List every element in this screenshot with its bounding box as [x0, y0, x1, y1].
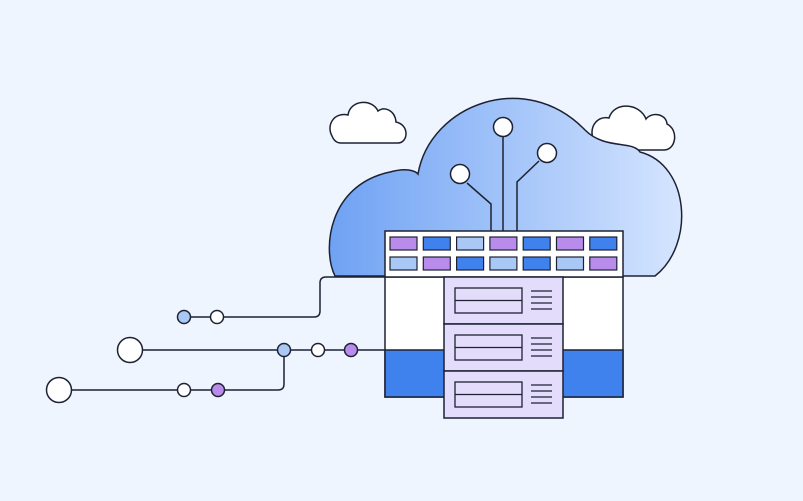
cloud-node-icon: [536, 142, 558, 164]
network-nodes: [45, 309, 359, 404]
led-indicator: [456, 256, 485, 271]
led-indicator: [522, 256, 551, 271]
small-cloud-left: [329, 101, 407, 144]
led-indicator: [389, 236, 418, 251]
led-indicator: [422, 236, 451, 251]
led-indicator: [489, 236, 518, 251]
led-indicator: [555, 236, 585, 251]
server-unit: [443, 276, 564, 325]
network-node-white-icon: [209, 309, 225, 325]
network-node-blue-icon: [176, 309, 192, 325]
led-indicator: [589, 256, 618, 271]
led-grid: [389, 236, 618, 271]
led-indicator: [389, 256, 418, 271]
server-unit: [443, 323, 564, 372]
server-unit: [443, 370, 564, 419]
network-node-purple-icon: [210, 382, 226, 398]
network-endpoint-icon: [116, 336, 144, 364]
network-node-blue-icon: [276, 342, 292, 358]
led-indicator: [522, 236, 551, 251]
led-indicator: [555, 256, 585, 271]
led-indicator: [422, 256, 451, 271]
network-endpoint-icon: [45, 376, 73, 404]
cloud-node-icon: [492, 116, 514, 138]
network-node-white-icon: [310, 342, 326, 358]
server-units: [443, 276, 564, 419]
cloud-circuit: [466, 136, 540, 231]
led-indicator: [456, 236, 485, 251]
network-node-purple-icon: [343, 342, 359, 358]
network-lines: [72, 276, 386, 391]
led-indicator: [489, 256, 518, 271]
network-node-white-icon: [176, 382, 192, 398]
led-indicator: [589, 236, 618, 251]
cloud-node-icon: [449, 163, 471, 185]
